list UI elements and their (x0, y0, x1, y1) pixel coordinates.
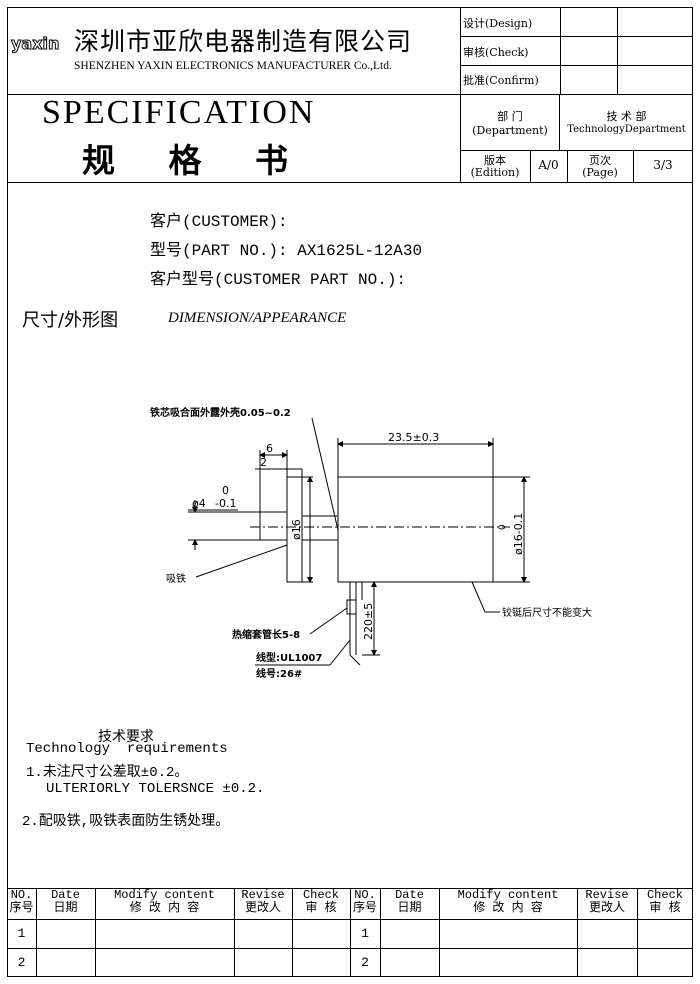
spec-title-cn: 规 格 书 (82, 141, 288, 180)
dept-label-cn: 部 门 (497, 110, 523, 123)
header-grid-line (560, 7, 561, 94)
section-title-en: DIMENSION/APPEARANCE (168, 310, 347, 326)
confirm-label: 批准(Confirm) (463, 74, 539, 87)
header-grid-line (460, 7, 461, 182)
customer-part-line: 客户型号(CUSTOMER PART NO.): (150, 271, 407, 289)
sleeve-note: 热缩套管长5-8 (232, 628, 300, 641)
revision-col-line (234, 888, 235, 977)
dia-4: ø4 (192, 497, 206, 510)
dia-16-tol-upper: 0 (498, 524, 508, 530)
table-row-number: 2 (361, 955, 369, 970)
requirement-1-cn: 1.未注尺寸公差取±0.2。 (26, 765, 189, 781)
page-label-en: (Page) (582, 166, 618, 179)
requirements-title-cn: 技术要求 (98, 730, 154, 746)
table-row-number: 1 (17, 926, 26, 941)
revision-col-line (36, 888, 37, 977)
header-no: NO.序号 (352, 888, 377, 915)
revision-col-line (292, 888, 293, 977)
dept-value-en: TechnologyDepartment (567, 124, 686, 135)
tol-upper: 0 (222, 484, 229, 497)
requirements-title-en: Technology requirements (26, 741, 228, 757)
header-grid-line (460, 150, 693, 151)
edition-label-cn: 版本 (484, 154, 506, 167)
header-grid-line (530, 150, 531, 182)
wire-type: 线型:UL1007 (256, 651, 322, 664)
solenoid-body (337, 476, 494, 583)
revision-col-line (439, 888, 440, 977)
header-grid-line (617, 7, 618, 94)
dept-value-cn: 技 术 部 (606, 110, 647, 123)
revision-col-line (577, 888, 578, 977)
revision-col-line (350, 888, 351, 977)
wire-gauge: 线号:26# (256, 667, 302, 680)
header-bottom-divider (7, 182, 693, 183)
table-row-number: 1 (361, 926, 369, 941)
dept-label-en: (Department) (472, 124, 548, 137)
header-divider (7, 94, 693, 95)
table-row-number: 2 (17, 955, 26, 970)
revision-col-line (637, 888, 638, 977)
customer-line: 客户(CUSTOMER): (150, 213, 288, 231)
plunger-shaft (259, 511, 288, 541)
company-name-cn: 深圳市亚欣电器制造有限公司 (74, 27, 413, 56)
header-grid-line (633, 150, 634, 182)
dim-6: 6 (266, 442, 273, 455)
dim-length: 23.5±0.3 (388, 431, 439, 444)
edition-label-en: (Edition) (470, 166, 520, 179)
core-note: 铁芯吸合面外露外壳0.05~0.2 (150, 406, 291, 419)
dia-16: ø16 (290, 519, 303, 540)
header-no: NO.序号 (9, 888, 34, 915)
dia-16-tol: ø16-0.1 (512, 513, 525, 555)
lead-length: 220±5 (362, 603, 375, 640)
revision-col-line (380, 888, 381, 977)
dim-2: 2 (260, 456, 267, 469)
header-grid-line (460, 65, 693, 66)
armature-label: 吸铁 (166, 572, 186, 585)
requirement-2: 2.配吸铁,吸铁表面防生锈处理。 (22, 814, 230, 830)
spec-title: SPECIFICATION (42, 94, 316, 131)
design-label: 设计(Design) (463, 17, 533, 30)
tol-lower: -0.1 (215, 497, 236, 510)
section-title-cn: 尺寸/外形图 (22, 310, 119, 331)
page-label-cn: 页次 (589, 154, 611, 167)
header-grid-line (567, 150, 568, 182)
riveted-note: 铰铤后尺寸不能变大 (502, 606, 592, 619)
part-number-line: 型号(PART NO.): AX1625L-12A30 (150, 242, 423, 260)
header-grid-line (460, 36, 693, 37)
revision-col-line (95, 888, 96, 977)
edition-value: A/0 (538, 158, 559, 172)
page-value: 3/3 (653, 158, 673, 172)
company-logo: yaxin (10, 34, 60, 54)
requirement-1-en: ULTERIORLY TOLERSNCE ±0.2. (46, 781, 265, 797)
header-grid-line (559, 94, 560, 150)
check-label: 审核(Check) (463, 46, 529, 59)
company-name-en: SHENZHEN YAXIN ELECTRONICS MANUFACTURER … (74, 60, 392, 72)
